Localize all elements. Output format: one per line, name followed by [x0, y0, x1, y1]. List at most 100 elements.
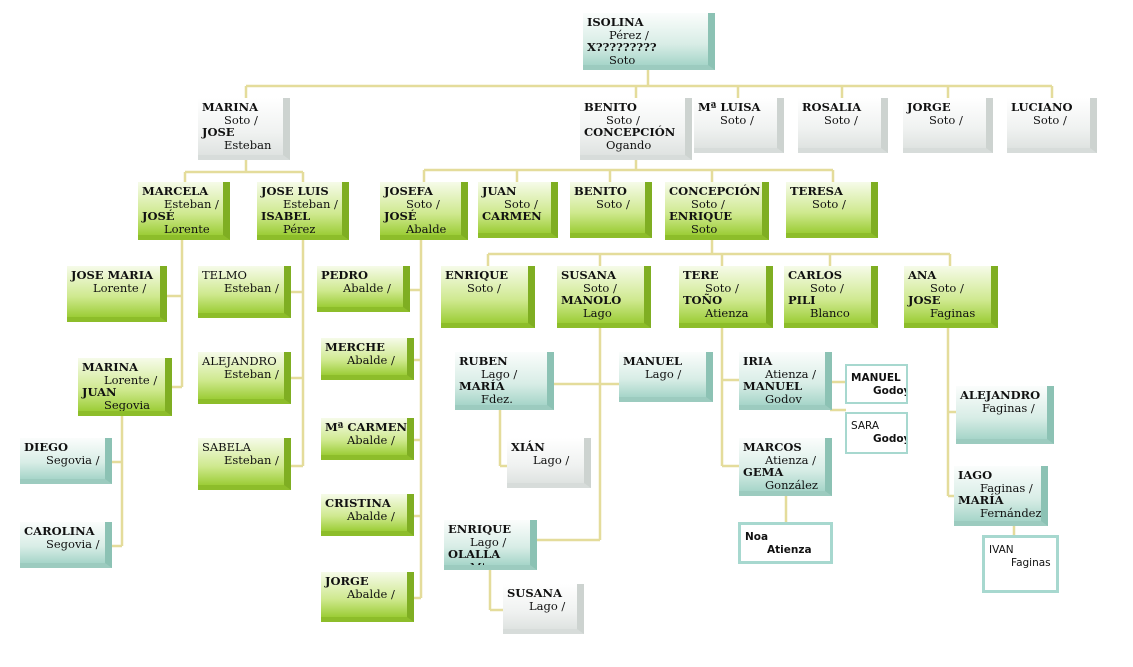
- person-name: TERE: [683, 268, 719, 282]
- person-name: JORGE: [325, 574, 369, 588]
- person-detail: Abalde: [406, 221, 447, 236]
- person-name: OLALLA: [448, 547, 501, 561]
- person-name: JOSÉ: [142, 209, 175, 223]
- person-detail: Soto: [609, 52, 636, 67]
- person-detail: Soto /: [1033, 112, 1067, 127]
- person-name: JOSEFA: [384, 184, 433, 198]
- person-detail: Abalde /: [347, 352, 395, 367]
- person-detail: Abalde /: [347, 432, 395, 447]
- person-name: CONCEPCIÓN: [584, 125, 676, 139]
- person-name: SUSANA: [561, 268, 616, 282]
- person-name: GEMA: [743, 465, 784, 479]
- person-detail: Ogando: [606, 137, 652, 152]
- person-detail: Faginas /: [980, 480, 1033, 495]
- person-name: ENRIQUE: [669, 209, 733, 223]
- person-detail: Faginas: [1011, 557, 1051, 569]
- person-detail: Soto /: [812, 196, 846, 211]
- person-name: SUSANA: [507, 586, 562, 600]
- person-name: XIÁN: [511, 440, 545, 454]
- person-name: ROSALIA: [802, 100, 862, 114]
- person-name: TELMO: [202, 268, 247, 282]
- person-name: MARÍA: [958, 493, 1004, 507]
- person-detail: Abalde /: [343, 280, 391, 295]
- person-detail: Pérez /: [609, 27, 649, 42]
- person-name: JORGE: [907, 100, 951, 114]
- person-name: JUAN: [482, 184, 517, 198]
- person-detail: Atienza: [767, 544, 812, 556]
- person-detail: Lago /: [529, 598, 566, 613]
- person-detail: Soto /: [583, 280, 617, 295]
- person-detail: Godoy: [873, 385, 908, 397]
- person-detail: Soto /: [224, 112, 258, 127]
- person-name: MERCHE: [325, 340, 385, 354]
- person-name: MARÍA: [459, 379, 505, 393]
- person-name: MARCELA: [142, 184, 209, 198]
- person-name: CARMEN: [482, 209, 542, 223]
- person-name: IRIA: [743, 354, 773, 368]
- person-detail: Segovia: [104, 397, 150, 412]
- person-detail: Soto /: [691, 196, 725, 211]
- person-detail: Godov: [765, 391, 802, 406]
- person-name: ALEJANDRO: [202, 354, 277, 368]
- person-name: MARCOS: [743, 440, 802, 454]
- person-detail: Atienza: [705, 305, 749, 320]
- person-name: BENITO: [584, 100, 637, 114]
- person-name: SABELA: [202, 440, 251, 454]
- person-detail: Blanco: [810, 305, 850, 320]
- person-name: Mª CARMEN: [325, 420, 407, 434]
- person-detail: Soto /: [467, 280, 501, 295]
- person-detail: Soto /: [406, 196, 440, 211]
- person-detail: Esteban /: [224, 280, 279, 295]
- person-detail: Segovia /: [46, 536, 100, 551]
- person-name: ISOLINA: [587, 15, 644, 29]
- person-detail: Abalde /: [347, 508, 395, 523]
- person-name: JOSE MARIA: [71, 268, 154, 282]
- person-name: TERESA: [790, 184, 843, 198]
- person-detail: Esteban /: [224, 366, 279, 381]
- person-name: JUAN: [82, 385, 117, 399]
- person-name: CAROLINA: [24, 524, 95, 538]
- person-detail: Pérez: [283, 221, 316, 236]
- person-detail: Soto /: [596, 196, 630, 211]
- person-name: PEDRO: [321, 268, 368, 282]
- person-detail: Godoy: [873, 433, 908, 445]
- person-name: LUCIANO: [1011, 100, 1073, 114]
- person-detail: Lago /: [645, 366, 682, 381]
- person-detail: Soto /: [705, 280, 739, 295]
- person-name: PILI: [788, 293, 816, 307]
- person-detail: Lorente /: [104, 372, 158, 387]
- person-name: X?????????: [587, 40, 657, 54]
- person-name: MANUEL: [851, 372, 901, 384]
- person-detail: Soto /: [824, 112, 858, 127]
- person-name: MARINA: [82, 360, 139, 374]
- person-detail: Soto /: [606, 112, 640, 127]
